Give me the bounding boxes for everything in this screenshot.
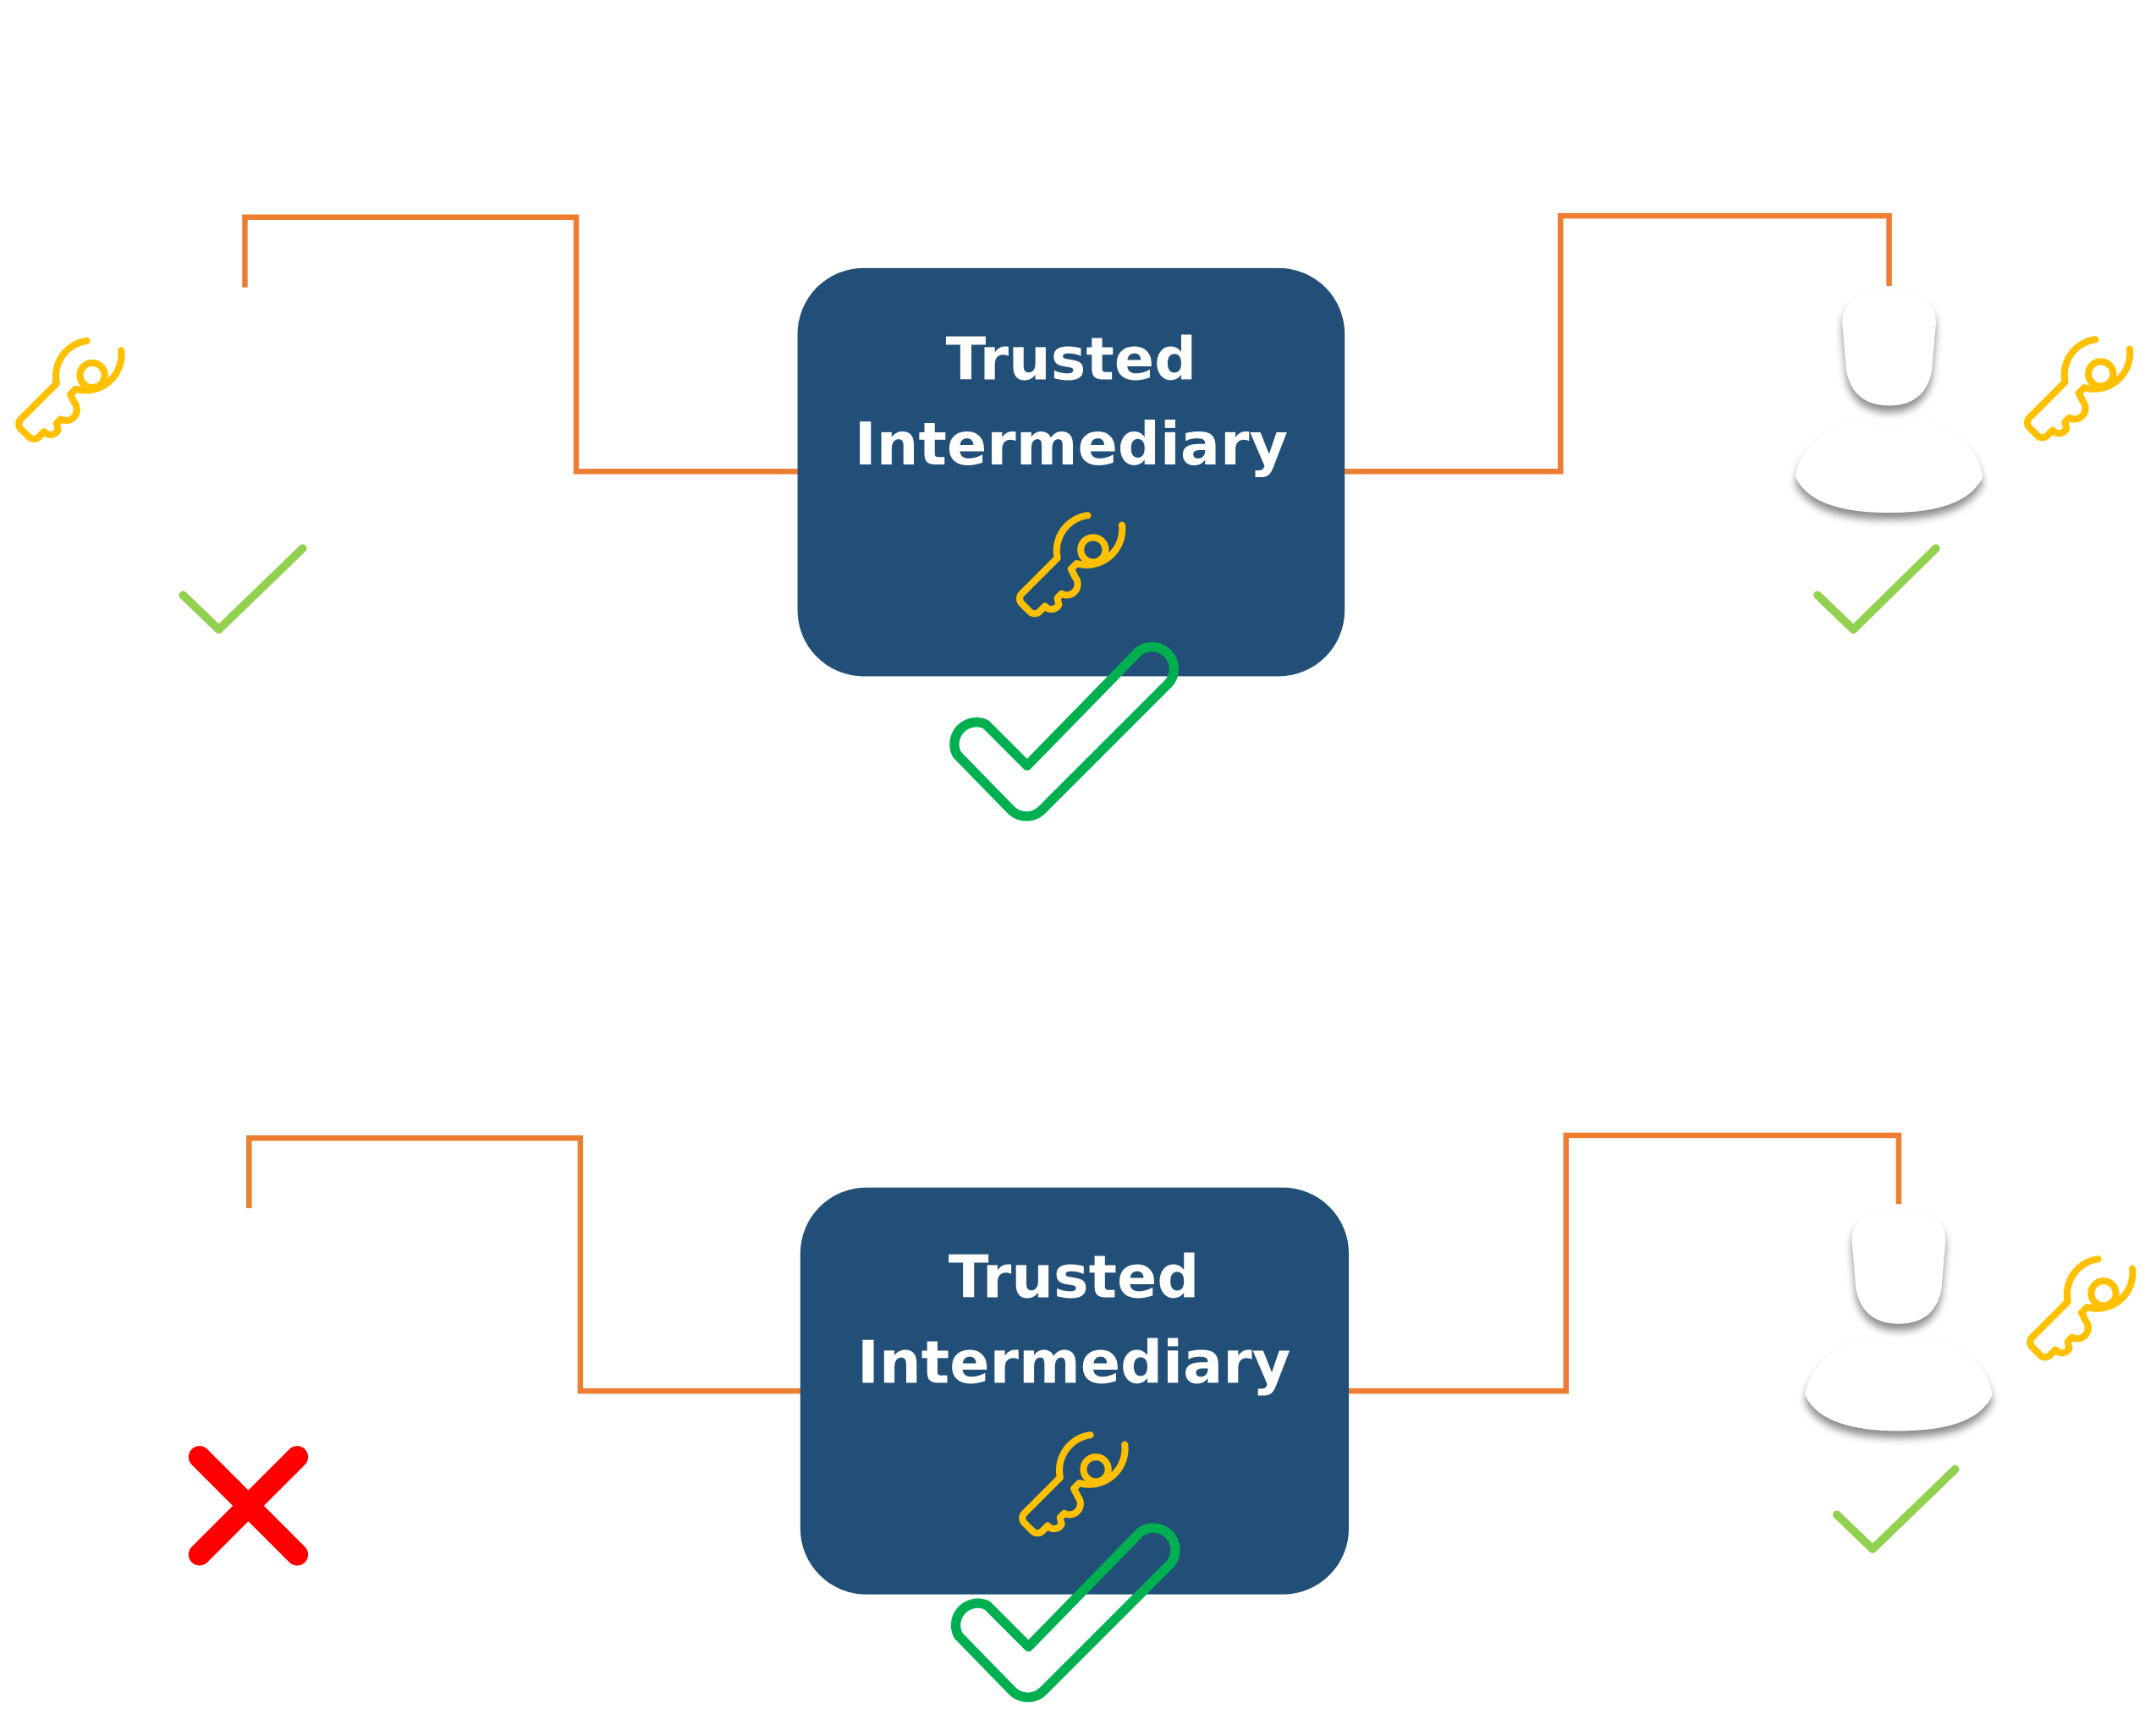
right-key-icon: [2027, 339, 2130, 437]
connector-left: [246, 1135, 802, 1394]
connector-right: [1349, 1132, 1902, 1394]
intermediary-check-icon: [950, 1523, 1180, 1702]
intermediary-label-line2: Intermediary: [857, 1328, 1290, 1397]
intermediary-box[interactable]: Trusted Intermediary: [800, 1187, 1350, 1595]
right-check-icon: [1832, 1464, 1960, 1553]
left-check-icon: [179, 544, 307, 634]
intermediary-label-line2: Intermediary: [855, 410, 1288, 479]
diagram-2: Trusted Intermediary: [188, 1132, 2133, 1702]
connector-right: [1345, 212, 1892, 475]
intermediary-label-line1: Trusted: [949, 1244, 1200, 1312]
connector-left: [242, 214, 798, 475]
diagram-1: Trusted Intermediary: [19, 212, 2130, 821]
intermediary-label-line1: Trusted: [946, 325, 1197, 393]
right-user-avatar: [1805, 1209, 1993, 1431]
intermediary-box[interactable]: Trusted Intermediary: [797, 267, 1345, 677]
left-key-icon: [19, 341, 121, 439]
right-key-icon: [2030, 1259, 2132, 1357]
intermediary-check-icon: [949, 641, 1180, 821]
left-cross-icon: [188, 1446, 309, 1566]
right-check-icon: [1813, 544, 1940, 634]
right-user-avatar: [1796, 291, 1983, 514]
